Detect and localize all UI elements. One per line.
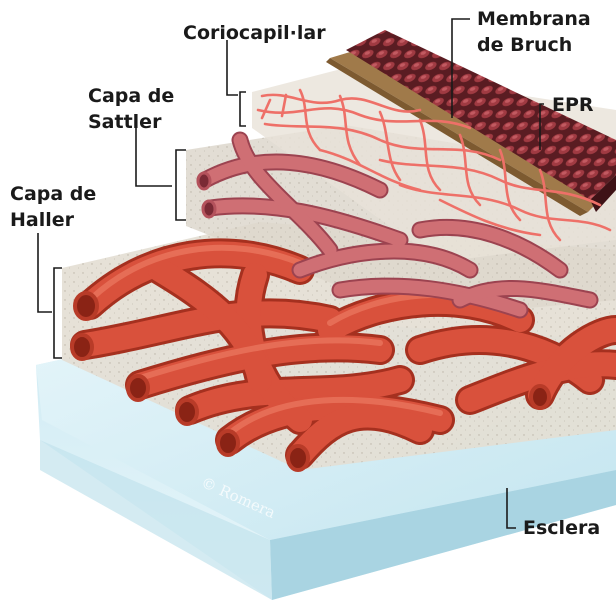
label-haller-layer: Capa de Haller: [10, 181, 96, 233]
label-sclera: Esclera: [523, 515, 600, 541]
label-coriocapillar: Coriocapil·lar: [183, 20, 326, 46]
label-bruch-membrane: Membrana de Bruch: [477, 6, 591, 58]
label-sattler-layer: Capa de Sattler: [88, 83, 174, 135]
label-epr: EPR: [552, 92, 594, 118]
